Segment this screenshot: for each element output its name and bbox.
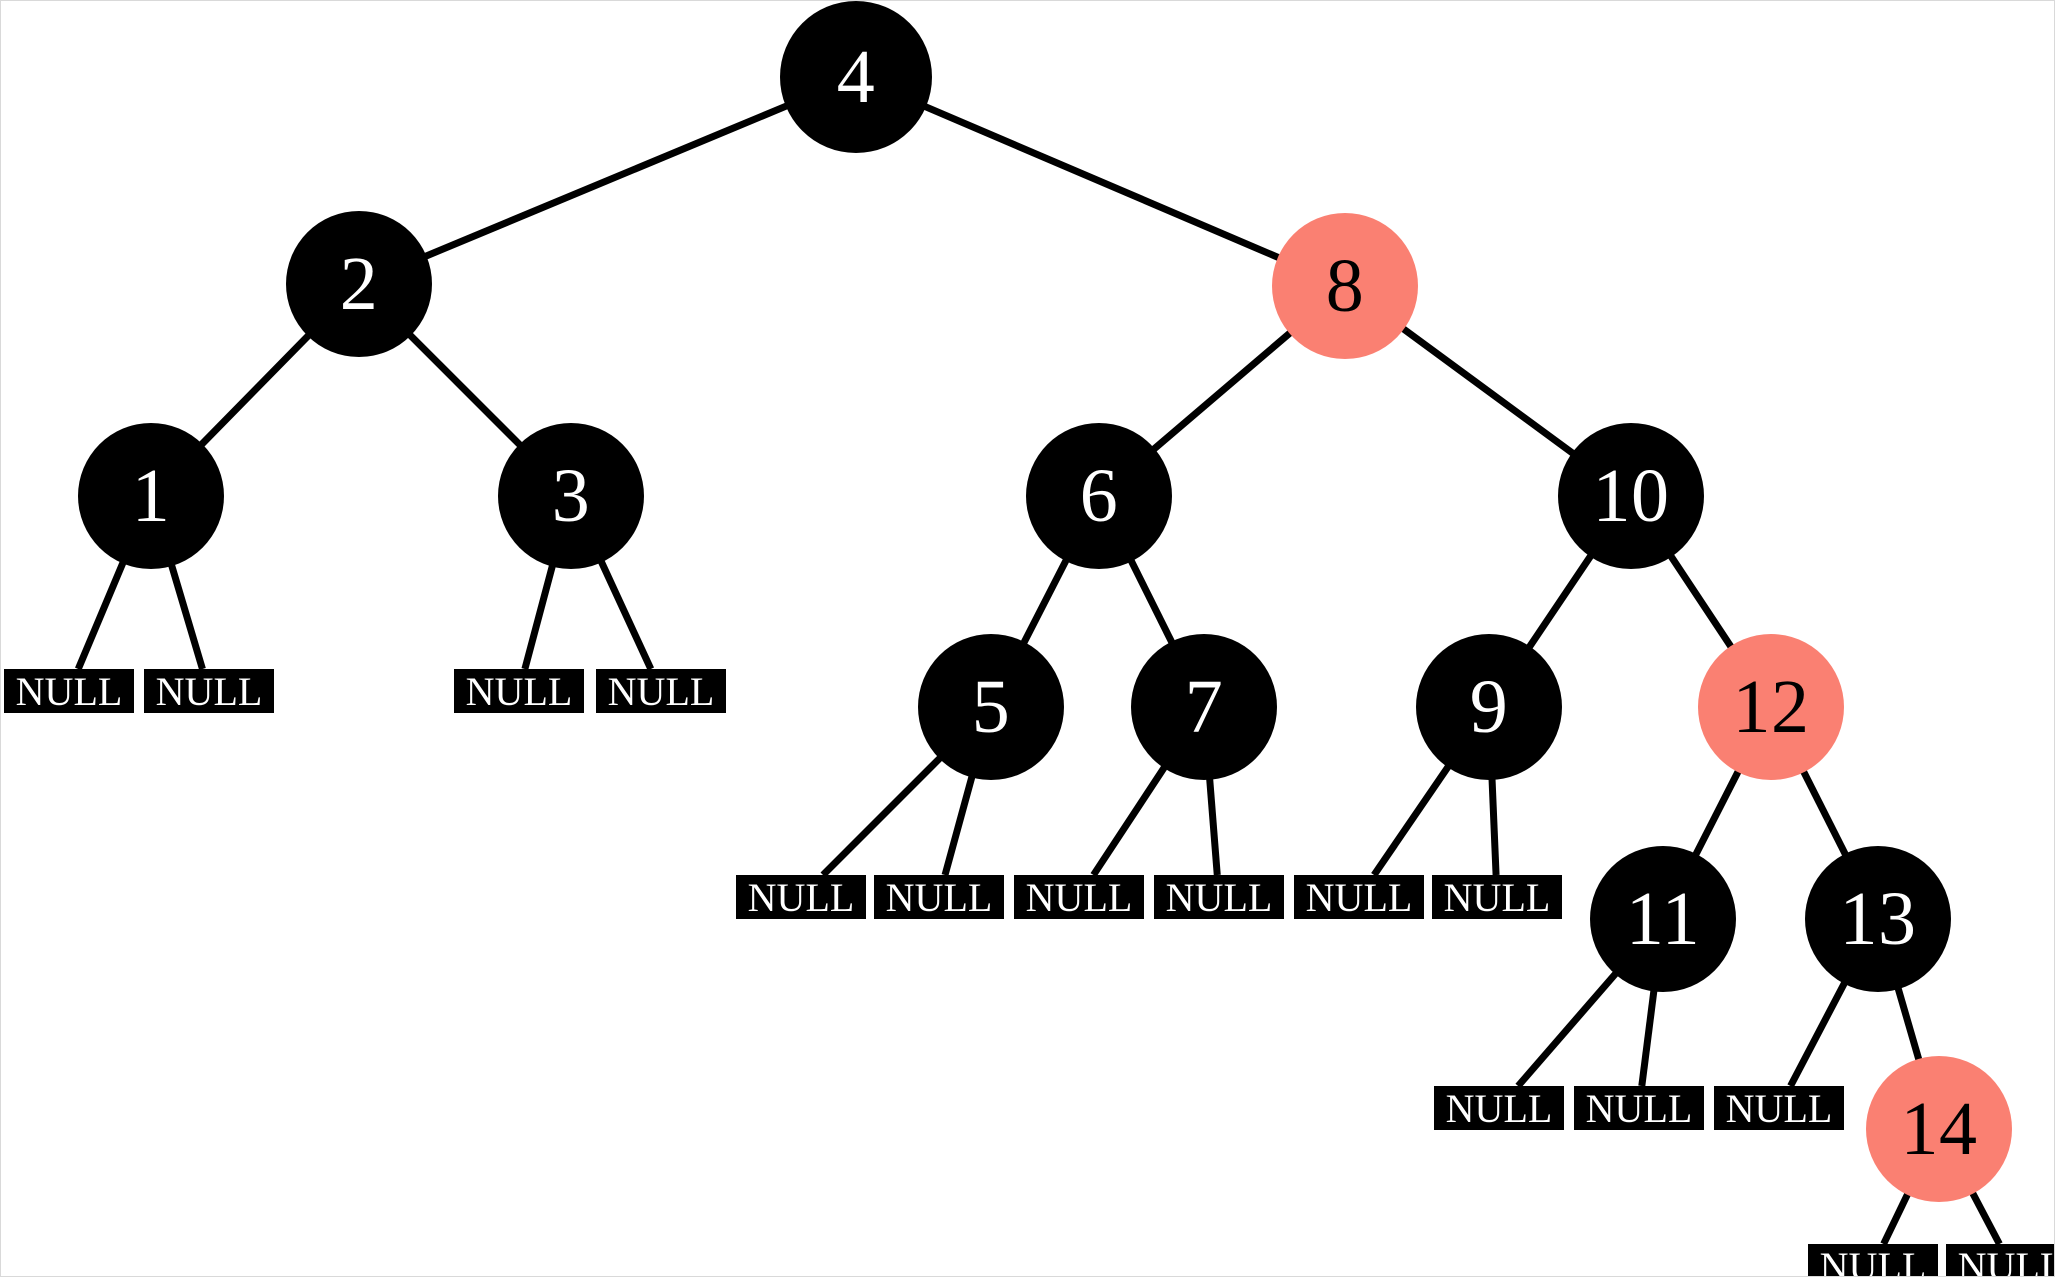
tree-node-5[interactable]: 5	[918, 634, 1064, 780]
tree-node-label: 4	[836, 35, 876, 119]
tree-edge	[1880, 1189, 1913, 1246]
tree-nil-leaf: NULL	[1432, 875, 1562, 920]
tree-node-3[interactable]: 3	[498, 423, 644, 569]
tree-node-10[interactable]: 10	[1558, 423, 1704, 569]
tree-nil-leaf: NULL	[1808, 1244, 1938, 1276]
tree-node-label: 14	[1900, 1087, 1978, 1171]
tree-node-label: 11	[1625, 877, 1701, 961]
tree-node-label: 6	[1079, 454, 1119, 538]
tree-node-label: 7	[1184, 665, 1224, 749]
tree-nil-leaf: NULL	[1294, 875, 1424, 920]
tree-node-8[interactable]: 8	[1272, 213, 1418, 359]
tree-nil-leaf: NULL	[4, 669, 134, 714]
tree-node-label: 2	[339, 242, 379, 326]
tree-edge	[1893, 984, 1924, 1064]
tree-edge	[521, 561, 557, 670]
tree-edge	[820, 753, 945, 878]
tree-edge	[1787, 978, 1850, 1088]
tree-edge	[1968, 1188, 2003, 1246]
tree-edge	[1666, 551, 1736, 652]
tree-edge	[1398, 324, 1578, 458]
tree-node-2[interactable]: 2	[286, 211, 432, 357]
tree-edge	[1149, 328, 1295, 454]
tree-edge	[421, 101, 791, 261]
tree-node-1[interactable]: 1	[78, 423, 224, 569]
tree-node-7[interactable]: 7	[1131, 634, 1277, 780]
tree-edge	[1515, 968, 1621, 1089]
tree-nil-leaf: NULL	[1434, 1086, 1564, 1131]
tree-edge	[1019, 555, 1071, 648]
tree-node-label: 8	[1325, 244, 1365, 328]
tree-edge	[1524, 551, 1596, 652]
tree-node-11[interactable]: 11	[1590, 846, 1736, 992]
tree-nil-leaf: NULL	[1946, 1244, 2054, 1276]
tree-edge	[941, 772, 977, 876]
tree-nil-leaf: NULL	[736, 875, 866, 920]
tree-node-12[interactable]: 12	[1698, 634, 1844, 780]
tree-node-label: 3	[551, 454, 591, 538]
tree-edge	[1371, 761, 1453, 877]
tree-nil-leaf: NULL	[1014, 875, 1144, 920]
tree-nil-leaf: NULL	[874, 875, 1004, 920]
tree-nil-leaf: NULL	[144, 669, 274, 714]
tree-node-13[interactable]: 13	[1805, 846, 1951, 992]
tree-edge	[596, 557, 655, 671]
tree-node-label: 5	[971, 665, 1011, 749]
tree-edge	[1638, 987, 1658, 1087]
tree-edge	[1090, 762, 1170, 877]
tree-node-label: 1	[131, 454, 171, 538]
tree-nil-leaf: NULL	[1154, 875, 1284, 920]
tree-node-label: 12	[1732, 665, 1810, 749]
tree-nil-leaf: NULL	[1574, 1086, 1704, 1131]
tree-edge	[75, 558, 128, 671]
tree-edge	[405, 330, 525, 450]
tree-node-label: 9	[1469, 665, 1509, 749]
tree-edge	[1126, 556, 1177, 647]
tree-node-9[interactable]: 9	[1416, 634, 1562, 780]
tree-edge	[1798, 767, 1851, 859]
tree-nil-leaf: NULL	[596, 669, 726, 714]
tree-edge	[1691, 766, 1743, 860]
tree-nil-leaf: NULL	[1714, 1086, 1844, 1131]
tree-edge	[167, 561, 206, 670]
tree-node-4[interactable]: 4	[780, 1, 932, 153]
tree-node-label: 10	[1592, 454, 1670, 538]
tree-node-label: 13	[1839, 877, 1917, 961]
tree-nil-leaf: NULL	[454, 669, 584, 714]
tree-edge	[196, 330, 314, 450]
tree-node-6[interactable]: 6	[1026, 423, 1172, 569]
tree-edge	[920, 102, 1283, 263]
tree-edge	[1488, 775, 1500, 876]
tree-edge	[1205, 775, 1221, 876]
tree-node-14[interactable]: 14	[1866, 1056, 2012, 1202]
